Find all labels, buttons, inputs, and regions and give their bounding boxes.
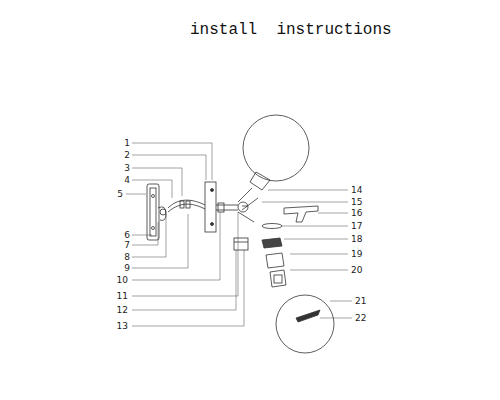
wall-canopy: [205, 182, 216, 232]
callout-number: 11: [116, 292, 129, 301]
callout-number: 20: [350, 266, 363, 275]
callout-number: 4: [123, 176, 131, 185]
callout-number: 14: [350, 186, 363, 195]
callout-number: 1: [123, 139, 131, 148]
callout-number: 8: [123, 253, 131, 262]
callout-number: 16: [350, 209, 363, 218]
callout-number: 5: [116, 190, 124, 199]
lower-globe: [276, 295, 334, 353]
callout-number: 6: [123, 231, 131, 240]
callout-number: 22: [354, 314, 367, 323]
upper-globe: [243, 115, 309, 190]
callout-number: 19: [350, 250, 363, 259]
callout-number: 9: [123, 264, 131, 273]
callout-number: 18: [350, 235, 363, 244]
callout-number: 15: [350, 198, 363, 207]
callout-number: 13: [116, 322, 129, 331]
callout-number: 21: [354, 297, 367, 306]
callout-number: 7: [123, 241, 131, 250]
cup: [234, 238, 248, 250]
callout-number: 3: [123, 164, 131, 173]
callout-number: 2: [123, 151, 131, 160]
title: install instructions: [190, 22, 392, 38]
lamp-arm: [168, 188, 258, 222]
callout-number: 12: [116, 306, 129, 315]
callout-number: 17: [350, 222, 363, 231]
lamp-holder: [262, 224, 286, 288]
mounting-plate: [147, 184, 166, 240]
bracket: [284, 206, 318, 222]
callout-number: 10: [116, 276, 129, 285]
